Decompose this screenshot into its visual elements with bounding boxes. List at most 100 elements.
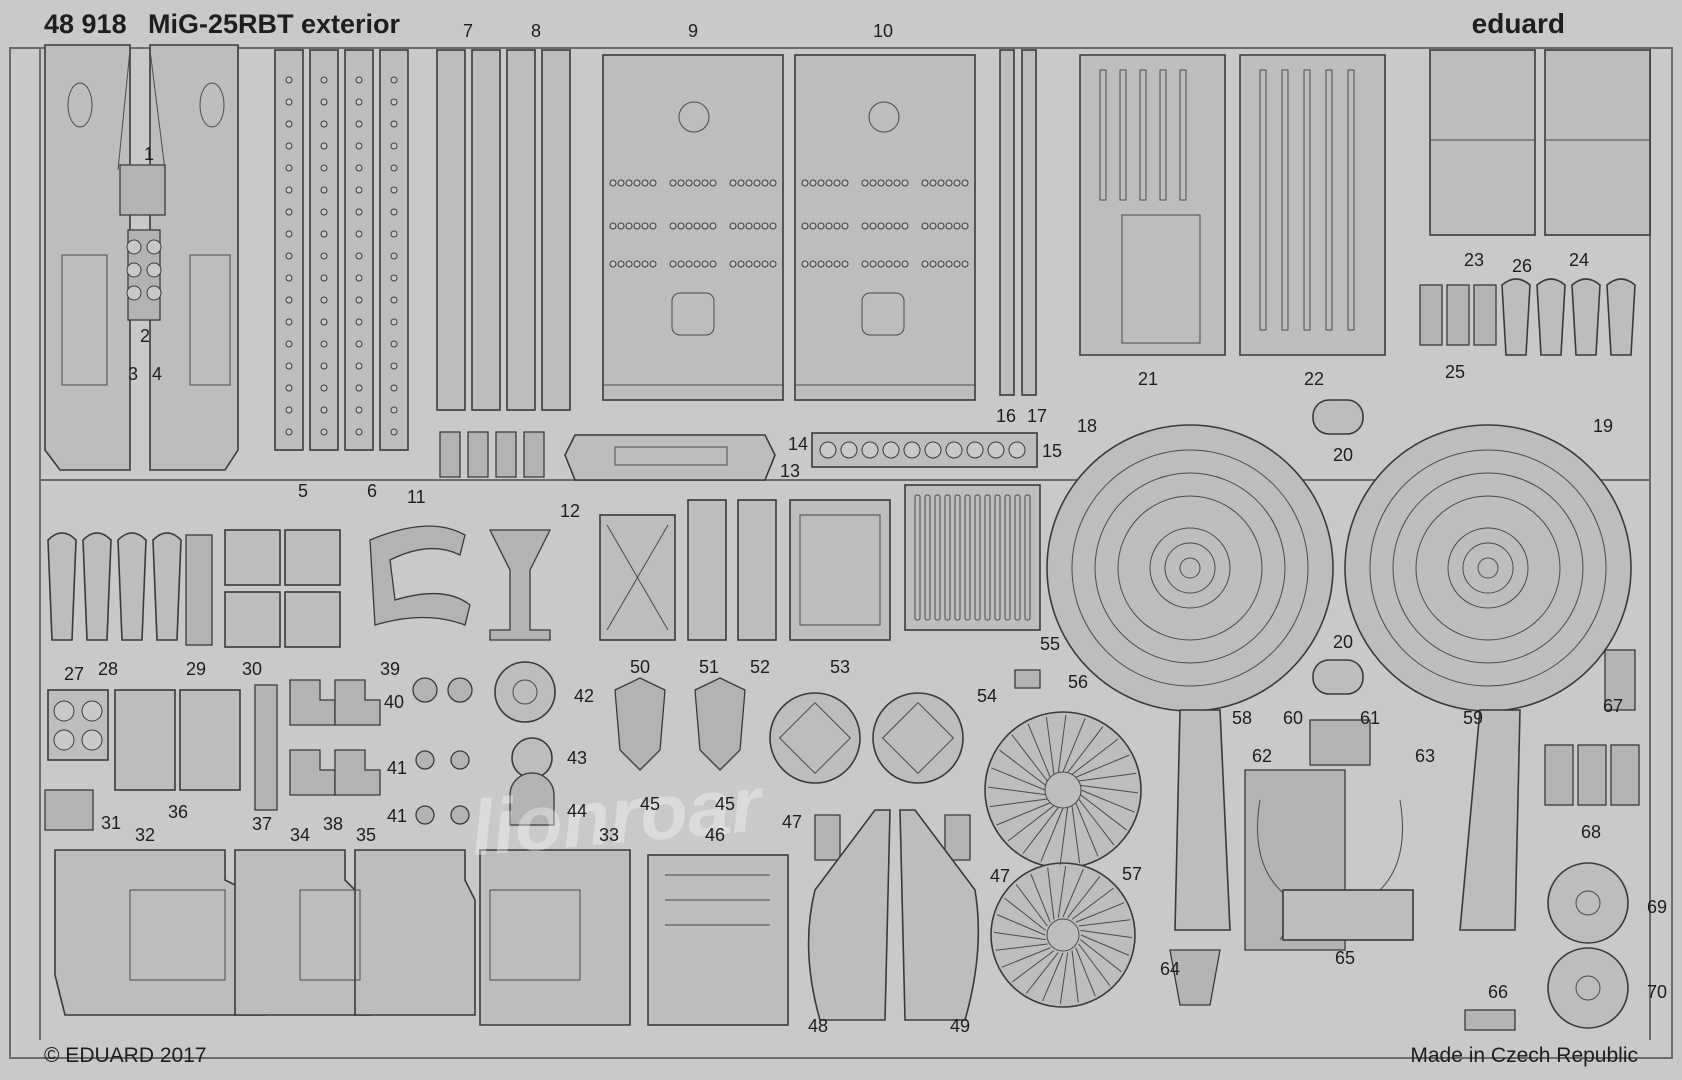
vent-hole <box>677 179 685 187</box>
rivet-dot <box>285 318 293 326</box>
panel-slot <box>1159 69 1167 201</box>
vent-hole <box>833 179 841 187</box>
fan-blade <box>1078 943 1111 986</box>
rivet-dot <box>320 76 328 84</box>
rivet-dot <box>285 76 293 84</box>
part-label: 8 <box>531 21 541 41</box>
part-group-18-19 <box>1046 424 1632 712</box>
rivet-dot <box>285 98 293 106</box>
rivet-dot <box>285 384 293 392</box>
panel-slot <box>1281 69 1289 331</box>
vent-hole <box>669 260 677 268</box>
part-label: 9 <box>688 21 698 41</box>
rivet-dot <box>390 406 398 414</box>
fan-blade <box>1075 902 1125 923</box>
part-label: 54 <box>977 686 997 706</box>
vent-hole <box>817 260 825 268</box>
fan-blade <box>1080 929 1133 939</box>
part-group-14-15 <box>811 432 1038 468</box>
rivet-dot <box>390 164 398 172</box>
vent-hole <box>885 222 893 230</box>
vent-hole <box>893 179 901 187</box>
vent-hole <box>745 222 753 230</box>
washer-ring <box>819 441 837 459</box>
vent-hole <box>753 260 761 268</box>
part-label: 27 <box>64 664 84 684</box>
rod <box>994 494 1001 621</box>
part-label: 36 <box>168 802 188 822</box>
part-label: 15 <box>1042 441 1062 461</box>
vent-hole <box>877 260 885 268</box>
part-group-67-70 <box>1544 649 1640 1029</box>
vent-hole <box>801 260 809 268</box>
part-group-7-8 <box>436 49 571 411</box>
part-label: 58 <box>1232 708 1252 728</box>
fan-blade <box>1080 934 1130 956</box>
vent-hole <box>893 260 901 268</box>
part-label: 31 <box>101 813 121 833</box>
fan-blade <box>1071 887 1114 920</box>
rivet-dot <box>285 208 293 216</box>
vent-hole <box>921 222 929 230</box>
washer-ring <box>945 441 963 459</box>
part-group-5-6 <box>274 49 409 451</box>
vent-hole <box>817 179 825 187</box>
fan-blade <box>1067 726 1104 773</box>
panel-slot <box>1179 69 1187 201</box>
vent-hole <box>869 222 877 230</box>
vent-hole <box>737 222 745 230</box>
rivet-dot <box>285 142 293 150</box>
rivet-dot <box>320 142 328 150</box>
vent-hole <box>901 222 909 230</box>
part-label: 65 <box>1335 948 1355 968</box>
rivet-dot <box>355 208 363 216</box>
fan-blade <box>1080 939 1122 973</box>
vent-hole <box>961 222 969 230</box>
rivet-dot <box>390 296 398 304</box>
part-label: 13 <box>780 461 800 481</box>
vent-hole <box>649 260 657 268</box>
rivet-dot <box>390 76 398 84</box>
rivet-dot <box>390 274 398 282</box>
rivet-dot <box>355 340 363 348</box>
vent-hole <box>633 179 641 187</box>
part-label: 35 <box>356 825 376 845</box>
washer-ring <box>882 441 900 459</box>
rivet-dot <box>320 296 328 304</box>
part-label: 61 <box>1360 708 1380 728</box>
brand-logo: eduard <box>1472 8 1565 39</box>
fan-blade <box>1057 865 1067 918</box>
part-label: 64 <box>1160 959 1180 979</box>
fan-blade <box>1071 950 1079 1003</box>
vent-hole <box>701 179 709 187</box>
rivet-dot <box>390 384 398 392</box>
rivet-dot <box>320 428 328 436</box>
part-label: 33 <box>599 825 619 845</box>
vent-hole <box>809 179 817 187</box>
fan-blade <box>1059 807 1069 866</box>
rivet-dot <box>355 318 363 326</box>
vent-hole <box>961 179 969 187</box>
panel-slot <box>1099 69 1107 201</box>
fan-blade <box>989 798 1048 808</box>
vent-hole <box>649 179 657 187</box>
copyright-text: © EDUARD 2017 <box>44 1044 207 1067</box>
vent-hole <box>945 222 953 230</box>
fan-blade <box>1059 952 1069 1005</box>
vent-hole <box>641 260 649 268</box>
part-group-33-46 <box>54 849 789 1026</box>
part-13 <box>564 434 776 481</box>
part-label: 28 <box>98 659 118 679</box>
part-labels: 1 2 3 4 5 6 7 8 9 10 11 12 13 14 15 16 1… <box>64 21 1667 1036</box>
rivet-dot <box>285 406 293 414</box>
part-label: 2 <box>140 326 150 346</box>
part-label: 50 <box>630 657 650 677</box>
part-label: 7 <box>463 21 473 41</box>
rivet-dot <box>355 296 363 304</box>
part-label: 47 <box>782 812 802 832</box>
vent-hole <box>737 260 745 268</box>
part-label: 20 <box>1333 445 1353 465</box>
part-group-32-44 <box>44 661 556 831</box>
vent-hole <box>633 260 641 268</box>
fan-blade <box>1030 873 1051 923</box>
